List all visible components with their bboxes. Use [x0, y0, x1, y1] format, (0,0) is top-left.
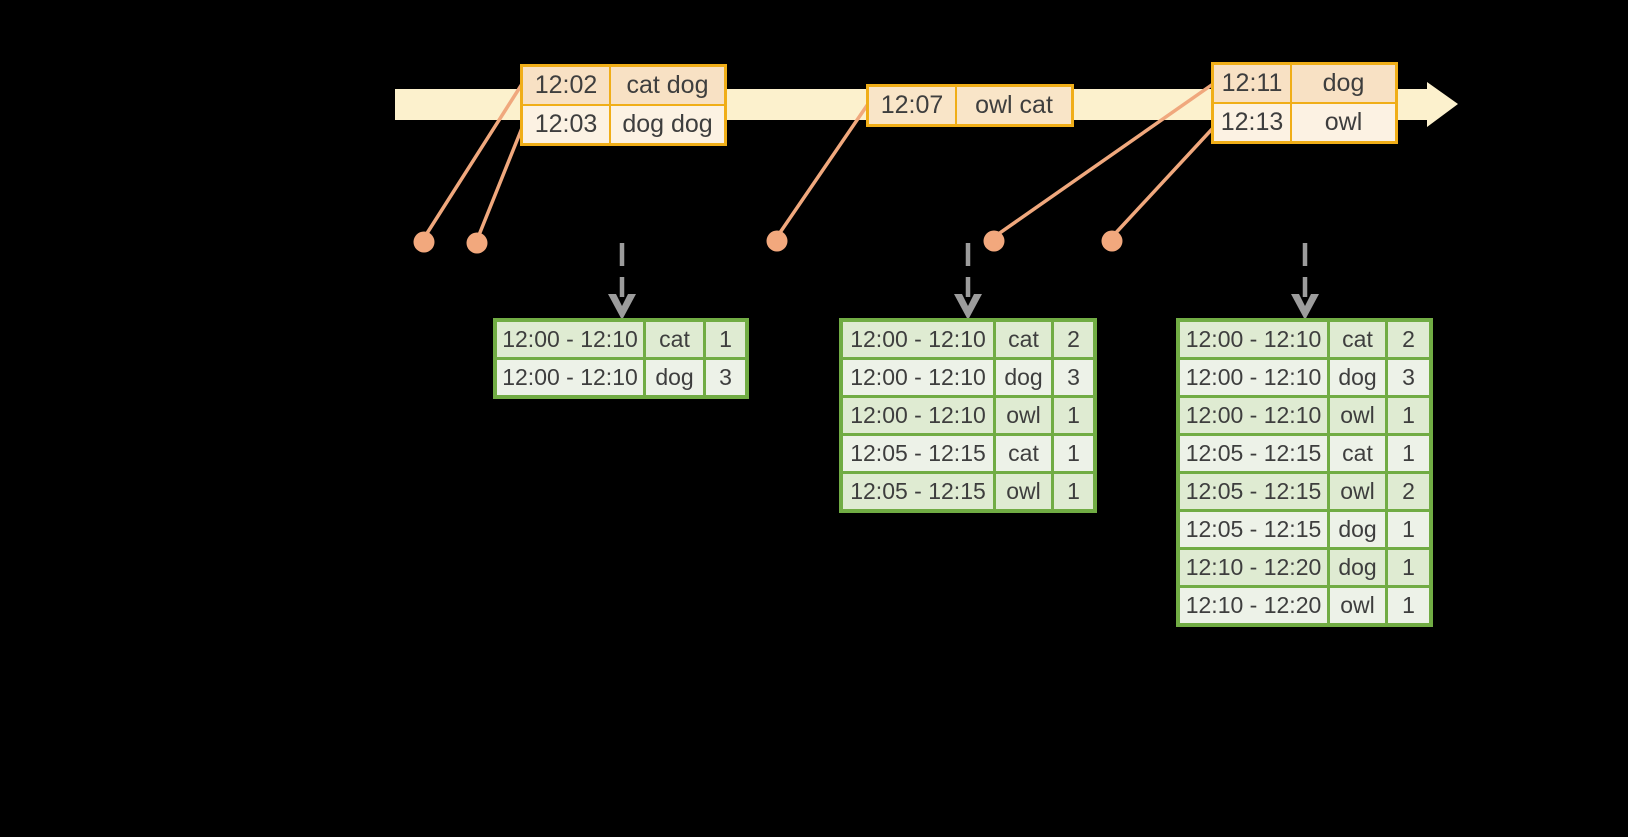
count-cell: 1 [706, 322, 745, 357]
count-cell: 3 [1054, 360, 1093, 395]
word-cell: cat [996, 322, 1051, 357]
window-cell: 12:05 - 12:15 [1180, 474, 1327, 509]
down-chevron-icon [954, 294, 982, 320]
count-cell: 1 [1054, 474, 1093, 509]
event-time-dot-icon [1101, 230, 1123, 252]
window-cell: 12:10 - 12:20 [1180, 550, 1327, 585]
down-chevron-icon [1291, 294, 1319, 320]
event-time-cell: 12:03 [523, 106, 609, 143]
event-time-cell: 12:02 [523, 67, 609, 104]
event-time-cell: 12:13 [1214, 104, 1290, 141]
word-cell: owl [1330, 588, 1385, 623]
word-cell: cat [646, 322, 703, 357]
window-cell: 12:00 - 12:10 [1180, 398, 1327, 433]
window-cell: 12:00 - 12:10 [1180, 360, 1327, 395]
window-cell: 12:00 - 12:10 [497, 322, 643, 357]
event-time-dot-icon [413, 231, 435, 253]
word-cell: cat [1330, 322, 1385, 357]
timeline-arrowhead-icon [1427, 82, 1458, 127]
event-words-cell: dog [1292, 65, 1395, 102]
count-cell: 2 [1388, 322, 1429, 357]
event-words-cell: cat dog [611, 67, 724, 104]
down-chevron-icon [608, 294, 636, 320]
count-cell: 2 [1054, 322, 1093, 357]
word-cell: dog [1330, 512, 1385, 547]
trigger-arrow [1291, 243, 1319, 320]
window-cell: 12:05 - 12:15 [843, 474, 993, 509]
count-cell: 1 [1054, 436, 1093, 471]
count-cell: 3 [1388, 360, 1429, 395]
window-cell: 12:00 - 12:10 [497, 360, 643, 395]
event-connector-line [422, 82, 524, 240]
event-connector-line [992, 82, 1215, 239]
event-time-dot-icon [766, 230, 788, 252]
window-cell: 12:05 - 12:15 [1180, 512, 1327, 547]
word-cell: owl [1330, 474, 1385, 509]
count-cell: 1 [1388, 550, 1429, 585]
event-connector-line [1110, 126, 1215, 239]
event-words-cell: owl [1292, 104, 1395, 141]
trigger-arrow [608, 243, 636, 320]
count-cell: 1 [1388, 398, 1429, 433]
event-table: 12:02 cat dog 12:03 dog dog [520, 64, 727, 146]
trigger-arrow [954, 243, 982, 320]
count-cell: 1 [1388, 436, 1429, 471]
word-cell: owl [1330, 398, 1385, 433]
word-cell: cat [1330, 436, 1385, 471]
word-cell: dog [1330, 550, 1385, 585]
window-cell: 12:10 - 12:20 [1180, 588, 1327, 623]
count-cell: 1 [1054, 398, 1093, 433]
result-table: 12:00 - 12:10 cat 1 12:00 - 12:10 dog 3 [493, 318, 749, 399]
word-cell: dog [996, 360, 1051, 395]
event-words-cell: owl cat [957, 87, 1071, 124]
word-cell: owl [996, 398, 1051, 433]
count-cell: 2 [1388, 474, 1429, 509]
result-table: 12:00 - 12:10 cat 2 12:00 - 12:10 dog 3 … [1176, 318, 1433, 627]
event-words-cell: dog dog [611, 106, 724, 143]
word-cell: dog [646, 360, 703, 395]
count-cell: 3 [706, 360, 745, 395]
event-time-cell: 12:07 [869, 87, 955, 124]
event-connector-line [475, 126, 524, 242]
window-cell: 12:05 - 12:15 [1180, 436, 1327, 471]
count-cell: 1 [1388, 588, 1429, 623]
word-cell: owl [996, 474, 1051, 509]
event-table: 12:07 owl cat [866, 84, 1074, 127]
window-cell: 12:00 - 12:10 [843, 322, 993, 357]
count-cell: 1 [1388, 512, 1429, 547]
event-time-dot-icon [983, 230, 1005, 252]
window-cell: 12:00 - 12:10 [843, 398, 993, 433]
window-cell: 12:00 - 12:10 [843, 360, 993, 395]
window-cell: 12:05 - 12:15 [843, 436, 993, 471]
result-table: 12:00 - 12:10 cat 2 12:00 - 12:10 dog 3 … [839, 318, 1097, 513]
event-time-dot-icon [466, 232, 488, 254]
word-cell: cat [996, 436, 1051, 471]
event-connector-line [775, 102, 870, 239]
event-table: 12:11 dog 12:13 owl [1211, 62, 1398, 144]
word-cell: dog [1330, 360, 1385, 395]
event-time-cell: 12:11 [1214, 65, 1290, 102]
window-cell: 12:00 - 12:10 [1180, 322, 1327, 357]
